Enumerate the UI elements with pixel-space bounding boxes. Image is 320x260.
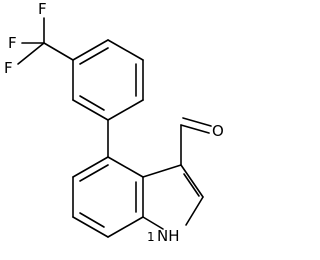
bond-c-o-a: [180, 124, 210, 134]
bond-bz-double-a: [79, 164, 109, 182]
bond-bz-3: [107, 216, 144, 238]
aldehyde-group: [180, 117, 212, 166]
bond-c-o-b: [182, 117, 212, 127]
bond-bz-4: [72, 216, 109, 238]
bond-c-f-lower: [17, 42, 45, 65]
atom-nh-prefix: 1: [147, 230, 155, 244]
molecule-diagram: F F F O 1 NH: [4, 0, 224, 245]
bond-bz-6: [72, 156, 109, 178]
pyrrole-ring: [142, 164, 204, 230]
trifluoromethyl-group: [17, 17, 74, 65]
atom-oxygen: O: [212, 122, 224, 140]
bond-ph-2: [107, 39, 144, 61]
bond-cf3-ring: [43, 42, 74, 61]
bond-ph-4: [107, 99, 144, 121]
bond-ph-double-a: [79, 47, 109, 65]
atom-nh: NH: [157, 227, 180, 245]
bond-bz-double-b: [79, 212, 105, 228]
bond-pyr-1: [142, 164, 182, 178]
bond-pyr-3: [185, 196, 204, 226]
bond-ph-5: [72, 99, 109, 121]
atom-f-top: F: [38, 0, 47, 18]
structure-svg: F F F O 1 NH: [4, 0, 224, 245]
indole-benzene-ring: [72, 156, 144, 238]
bond-pyr-double: [183, 173, 200, 197]
bond-pyr-2: [180, 164, 204, 198]
atom-f-lower: F: [4, 59, 13, 77]
atom-f-left: F: [8, 34, 17, 52]
bond-bz-1: [107, 156, 144, 178]
bond-pyr-4: [142, 216, 164, 230]
bond-ph-double-c: [79, 95, 105, 111]
bond-ph-1: [72, 39, 109, 61]
phenyl-ring: [72, 39, 144, 121]
